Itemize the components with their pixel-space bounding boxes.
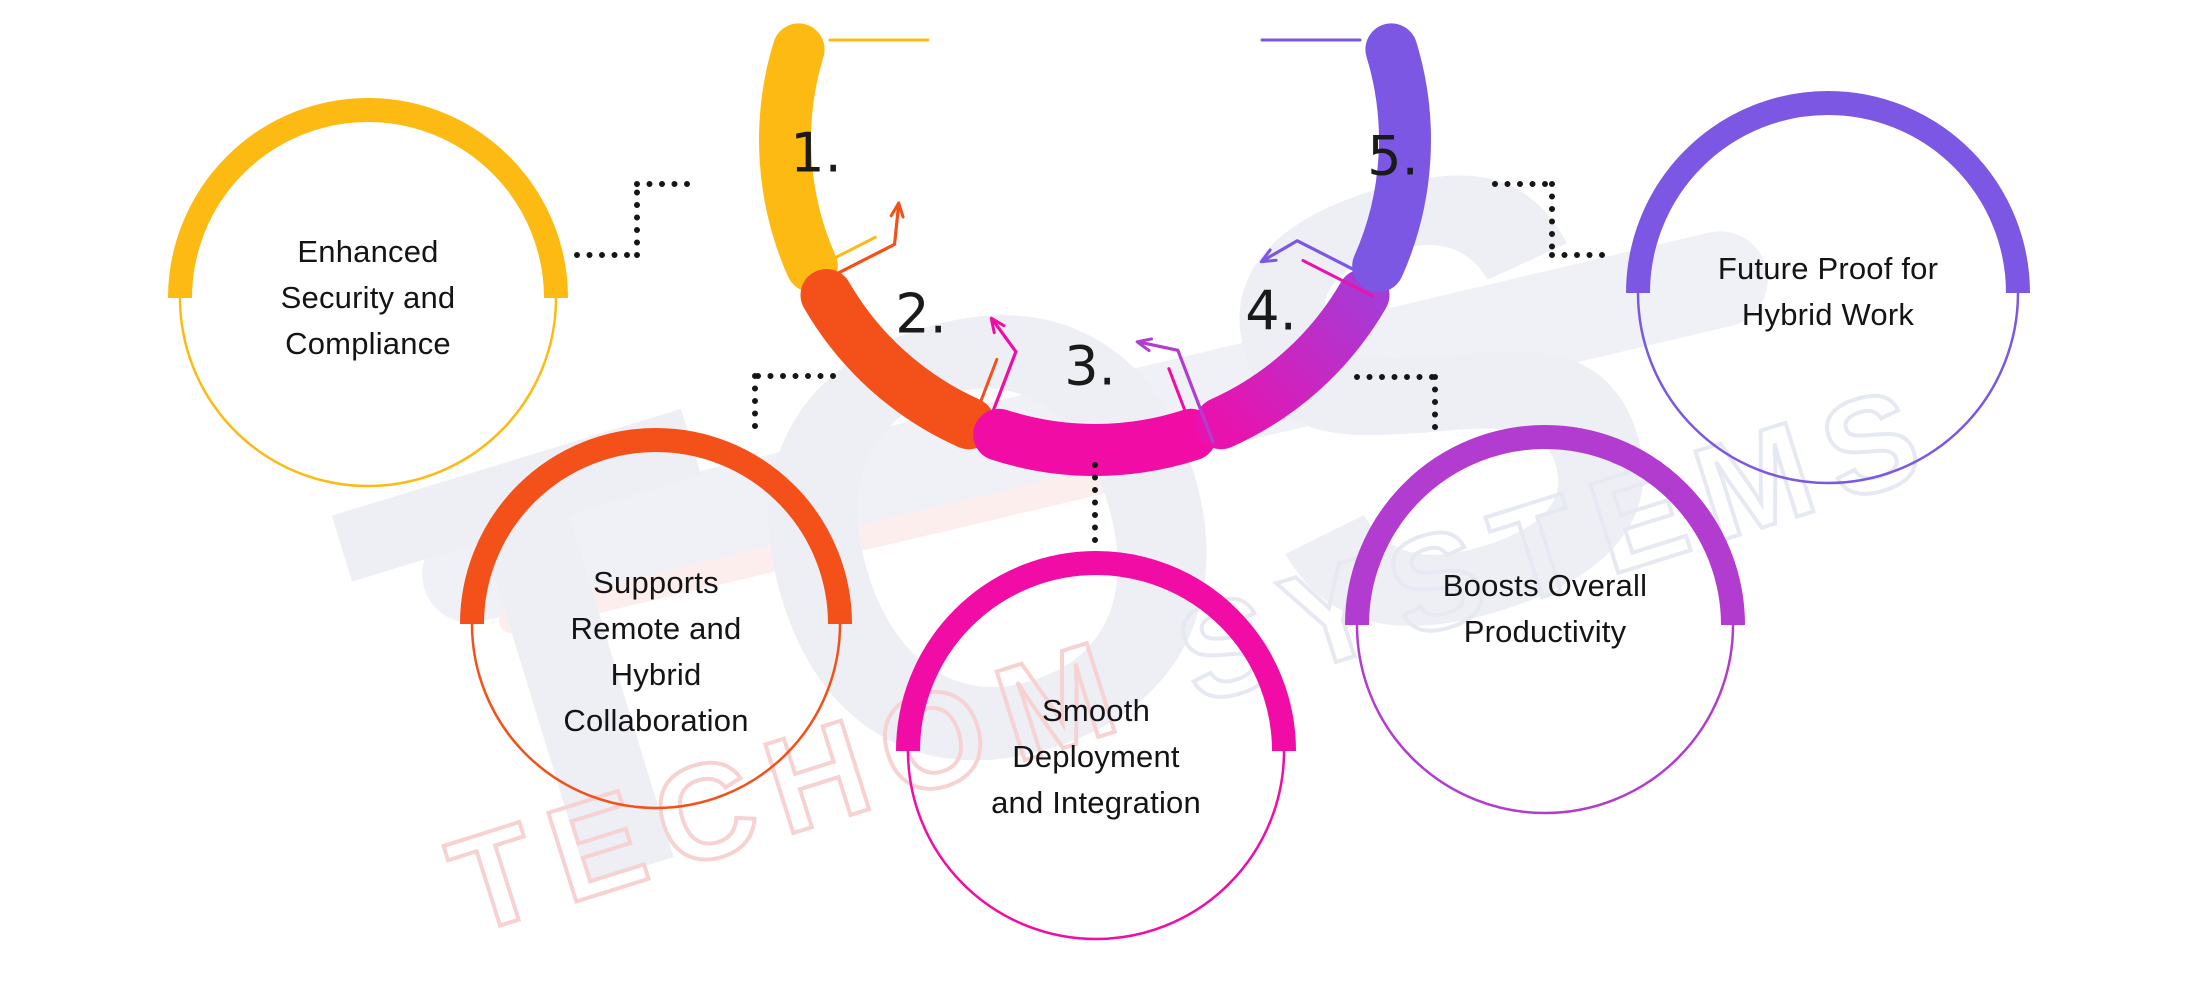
junction-arrowhead-3 <box>1135 337 1154 353</box>
benefit-circle-4 <box>1345 425 1745 815</box>
junction-tail-line-2 <box>967 357 999 434</box>
step-label-4: Boosts Overall Productivity <box>1442 568 1648 649</box>
step-label-1: Enhanced Security and Compliance <box>280 234 456 361</box>
circle-top-arc-4 <box>1345 425 1745 626</box>
junction-arrow-1 <box>804 201 905 291</box>
step-label-2: Supports Remote and Hybrid Collaboration <box>563 565 749 738</box>
junction-arrow-shaft-3 <box>1136 340 1215 444</box>
benefit-circle-1 <box>168 98 568 488</box>
step-number-1: 1. <box>790 121 842 185</box>
connector-1 <box>574 181 702 258</box>
watermark-swoosh-accent <box>498 452 1181 634</box>
connector-5 <box>1492 181 1615 258</box>
arc-segment-3 <box>973 408 1217 476</box>
arc-segment-2 <box>800 269 995 450</box>
benefit-circle-2 <box>460 428 852 810</box>
fan-arc <box>759 23 1431 476</box>
step-number-3: 3. <box>1064 334 1116 398</box>
step-label-5: Future Proof for Hybrid Work <box>1717 251 1939 332</box>
connector-2 <box>752 373 836 440</box>
benefit-circles <box>168 91 2030 941</box>
arc-segment-1 <box>759 23 838 293</box>
circle-top-arc-2 <box>460 428 852 625</box>
junction-arrowhead-1 <box>889 201 905 219</box>
step-number-5: 5. <box>1367 124 1419 188</box>
step-number-4: 4. <box>1245 279 1297 343</box>
step-label-3: Smooth Deployment and Integration <box>991 693 1201 820</box>
junction-arrow-shaft-4 <box>1260 239 1387 287</box>
circle-top-arc-1 <box>168 98 568 299</box>
circle-top-arc-5 <box>1626 91 2030 294</box>
benefit-circle-5 <box>1626 91 2030 485</box>
arc-segment-4 <box>1195 269 1390 450</box>
junction-arrow-3 <box>1135 337 1215 444</box>
junction-tail-line-4 <box>1301 259 1374 298</box>
junction-arrows <box>804 201 1387 445</box>
connector-4 <box>1354 374 1438 440</box>
junction-arrowhead-2 <box>989 316 1006 335</box>
junction-tail-line-3 <box>1167 367 1199 444</box>
junction-arrow-2 <box>967 316 1018 445</box>
junction-arrow-shaft-1 <box>805 202 901 291</box>
dotted-connectors <box>574 181 1615 546</box>
junction-arrow-4 <box>1259 239 1387 298</box>
arc-segment-5 <box>1352 23 1431 293</box>
junction-arrowhead-4 <box>1259 248 1278 264</box>
circle-top-arc-3 <box>896 551 1296 752</box>
junction-arrow-shaft-2 <box>979 317 1018 445</box>
benefit-circle-3 <box>896 551 1296 941</box>
junction-tail-line-1 <box>804 235 877 275</box>
step-number-2: 2. <box>895 282 947 346</box>
